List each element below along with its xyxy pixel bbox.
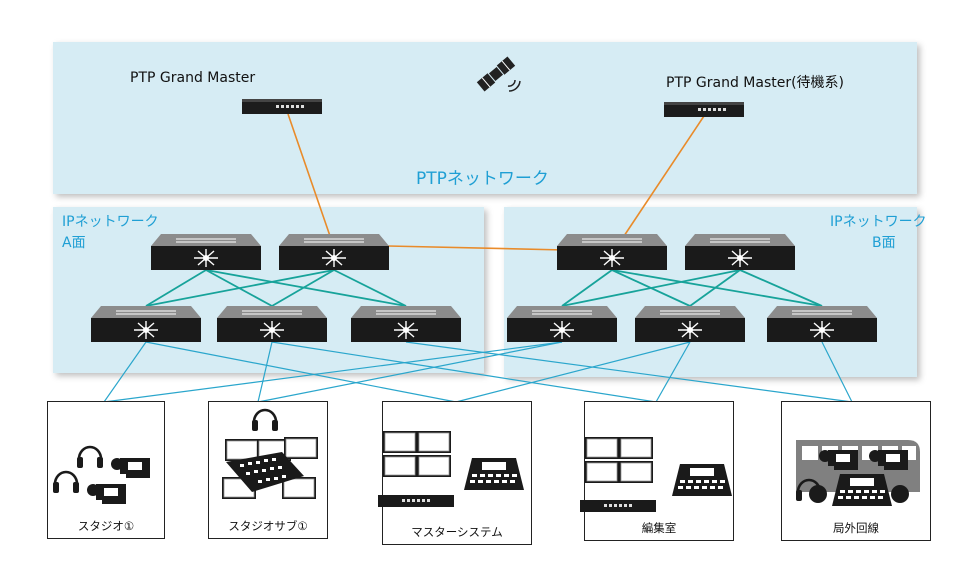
site-label: スタジオサブ① — [228, 519, 308, 533]
site-label: スタジオ① — [77, 519, 135, 533]
ptp-network-label: PTPネットワーク — [416, 169, 549, 189]
headphones-icon — [75, 445, 105, 470]
gm-backup-device — [664, 102, 744, 117]
monitor-icon — [416, 430, 452, 454]
ptp-network-panel — [53, 42, 917, 194]
ip-a-title: IPネットワーク — [62, 214, 159, 230]
fabric-links-b — [561, 269, 823, 307]
monitor-icon — [382, 454, 418, 478]
headphones-icon — [51, 470, 81, 495]
monitor-icon — [416, 454, 452, 478]
site-label: 編集室 — [641, 521, 677, 535]
camera-icon — [111, 458, 150, 478]
switcher-icon — [226, 452, 304, 492]
site-label: マスターシステム — [411, 525, 503, 539]
ptp-links — [287, 113, 705, 251]
gm-backup-label: PTP Grand Master(待機系) — [666, 75, 845, 91]
monitor-icon — [618, 436, 654, 460]
gm-primary-label: PTP Grand Master — [130, 70, 256, 86]
monitor-icon — [584, 460, 620, 484]
monitor-icon — [283, 436, 319, 460]
ip-network-a-panel — [53, 207, 484, 373]
monitor-icon — [382, 430, 418, 454]
server-icon — [580, 500, 656, 512]
monitor-icon — [618, 460, 654, 484]
controller-icon — [672, 464, 732, 496]
access-links — [103, 341, 853, 403]
controller-icon — [464, 458, 524, 490]
headphones-icon — [250, 408, 280, 433]
ip-b-title: IPネットワーク — [830, 214, 927, 230]
server-icon — [378, 495, 454, 507]
gm-primary-device — [242, 99, 322, 114]
ip-b-subtitle: B面 — [872, 235, 896, 251]
fabric-links-a — [145, 269, 407, 307]
camera-icon — [87, 484, 126, 504]
monitor-icon — [584, 436, 620, 460]
site-label: 局外回線 — [833, 521, 879, 535]
ip-a-subtitle: A面 — [62, 235, 86, 251]
controller-icon — [832, 474, 892, 506]
